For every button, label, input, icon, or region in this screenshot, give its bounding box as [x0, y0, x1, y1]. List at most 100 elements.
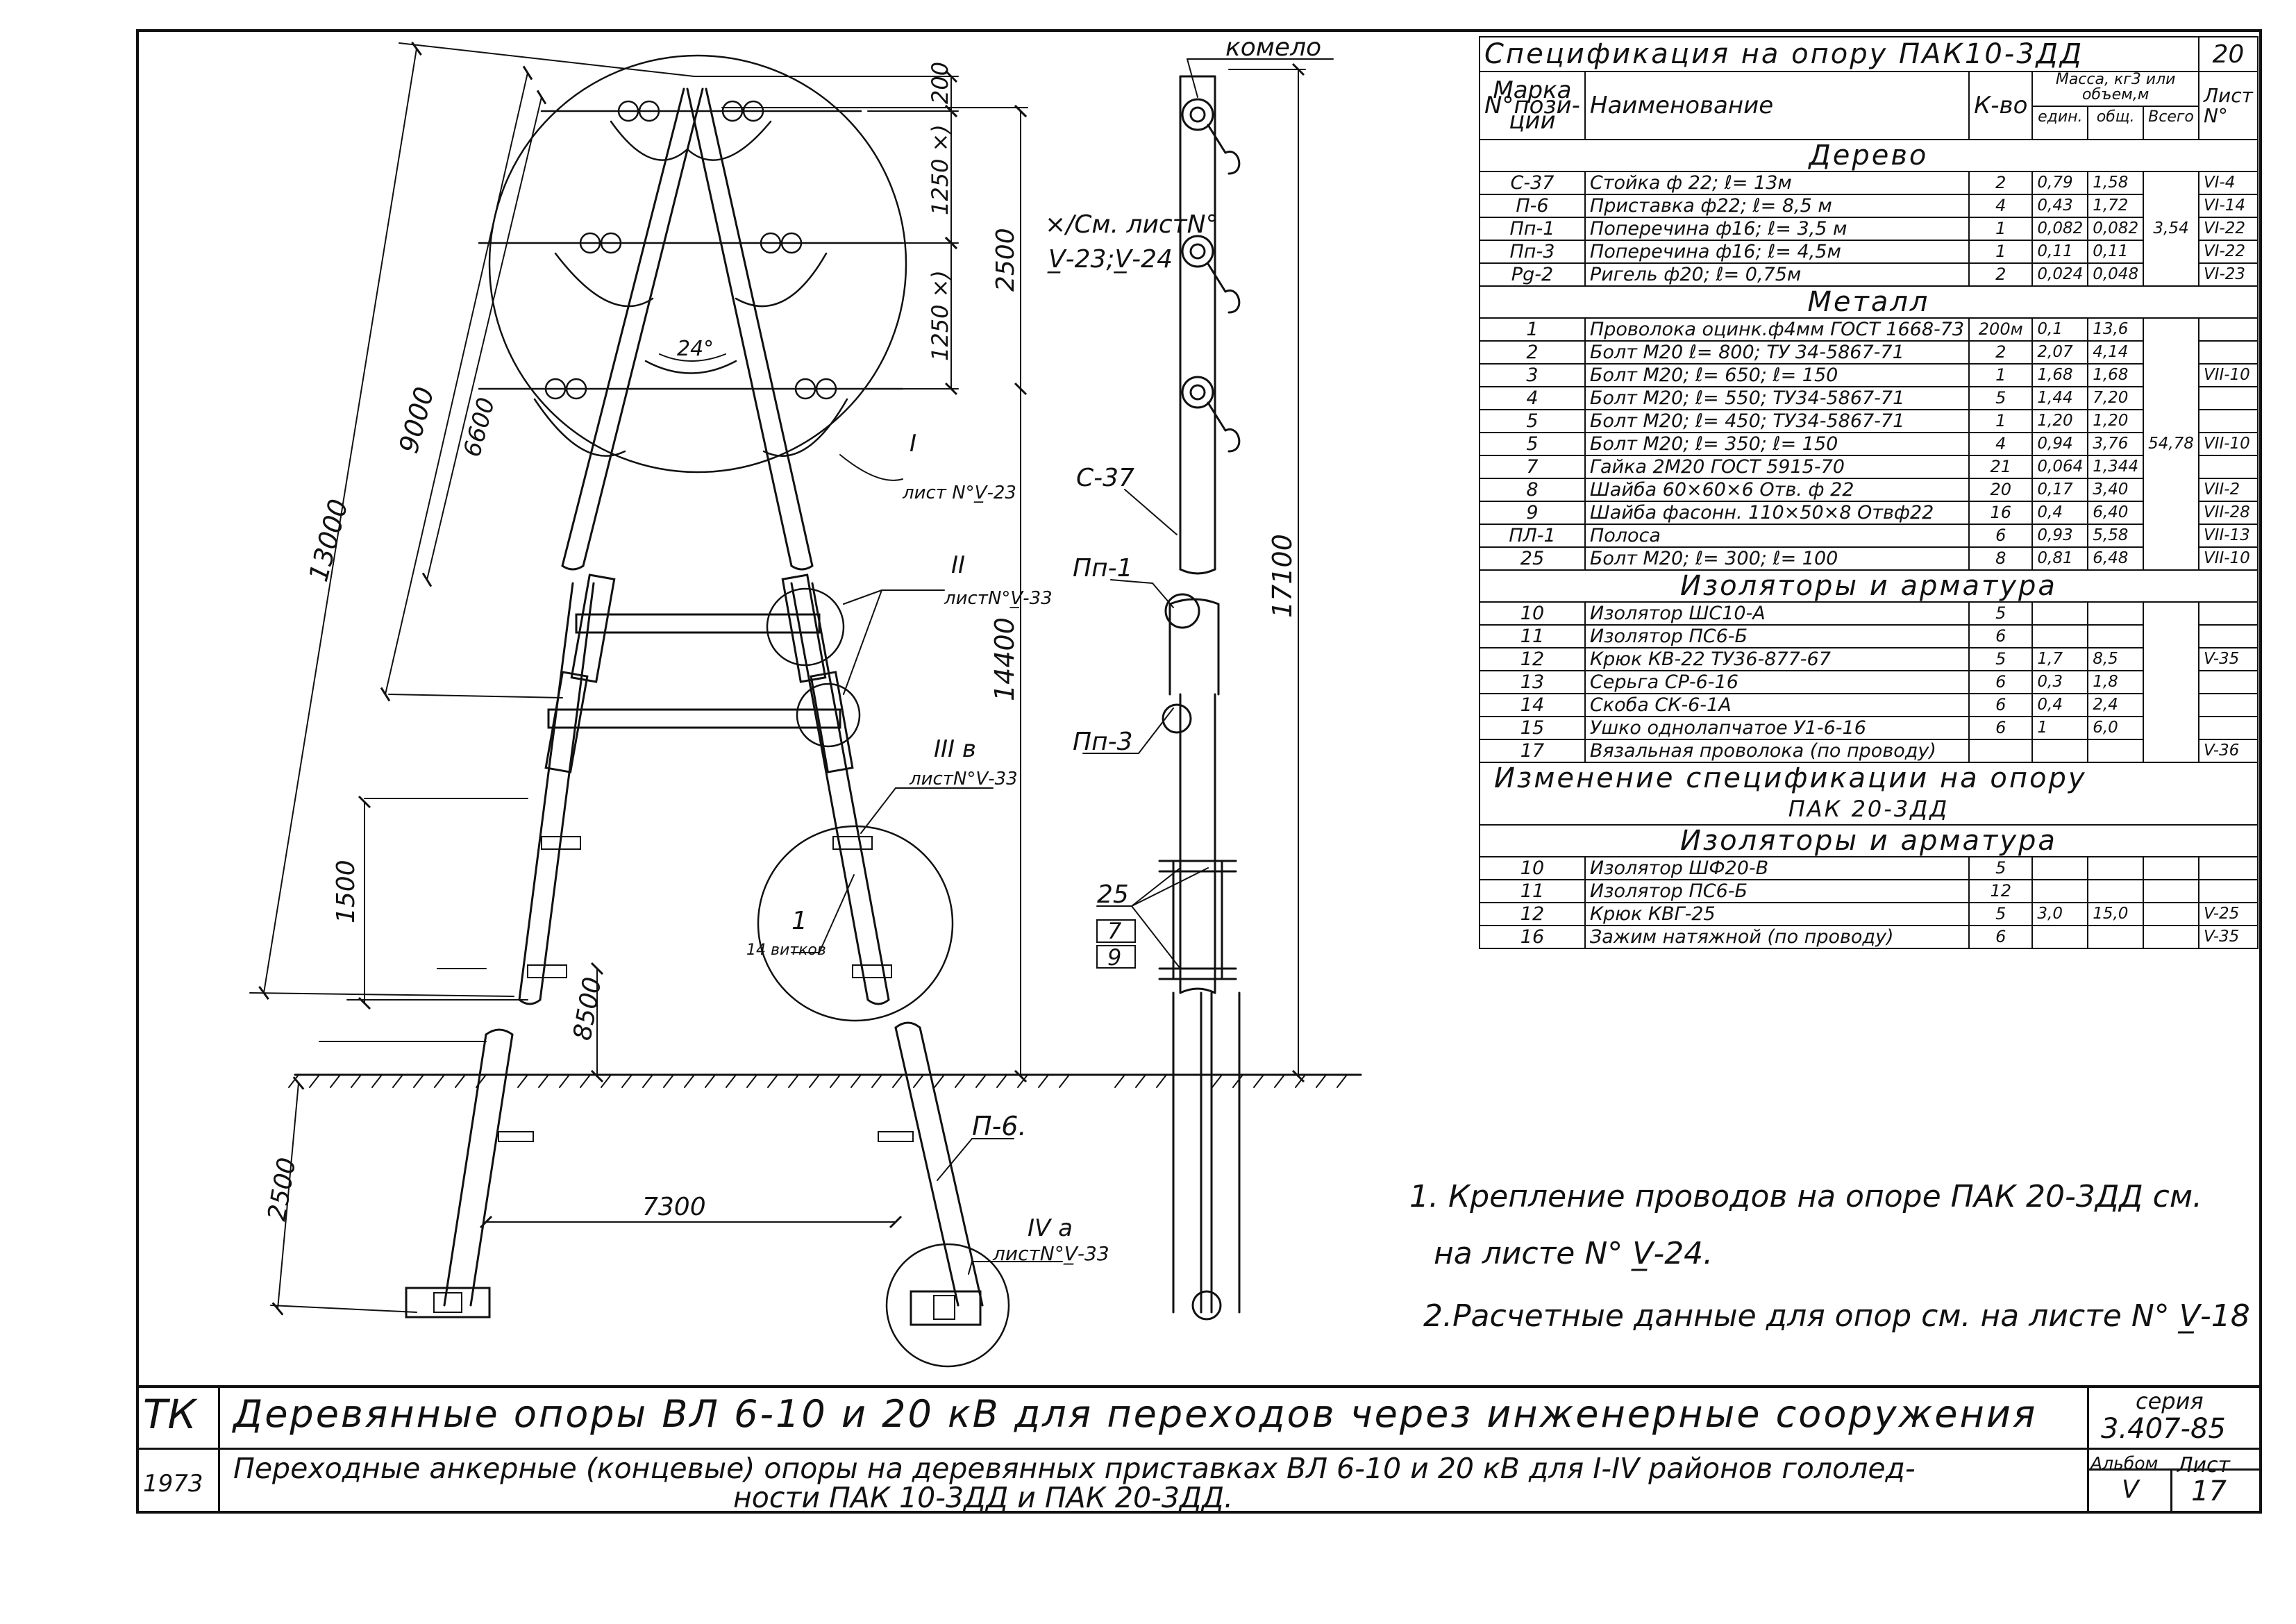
spec-unit-mass: 1,68 — [2031, 363, 2089, 387]
spec-mark: С-37 — [1479, 171, 1586, 195]
spec-sheet: VI-23 — [2197, 262, 2259, 287]
spec-total-mass: 0,048 — [2087, 262, 2145, 287]
year: 1973 — [143, 1470, 203, 1498]
spec-name: Болт М20; ℓ= 350; ℓ= 150 — [1584, 432, 1970, 456]
spec-unit-mass: 0,024 — [2031, 262, 2089, 287]
spec-unit-mass: 0,082 — [2031, 217, 2089, 241]
spec-qty: 6 — [1968, 693, 2034, 717]
series-value: 3.407-85 — [2101, 1413, 2226, 1445]
spec-qty: 4 — [1968, 194, 2034, 218]
note-ref-line2: V̲-23;V̲-24 — [1047, 245, 1173, 274]
insulator-string-top — [540, 100, 862, 161]
spec-empty-total — [2143, 902, 2199, 926]
spec-sheet: VI-22 — [2197, 240, 2259, 264]
org-code: ТК — [143, 1391, 196, 1438]
insulator-string-middle — [478, 232, 904, 308]
spec-total-mass: 1,8 — [2087, 670, 2145, 694]
spec-sheet: VII-28 — [2197, 501, 2259, 525]
spec-unit-mass — [2031, 925, 2089, 949]
view-IVa-sheet: листN°V̲-33 — [992, 1242, 1109, 1265]
change-title-1: Изменение спецификации на опору — [1479, 762, 2259, 794]
spec-mark: 8 — [1479, 478, 1586, 502]
detail-circle-IVa — [885, 1243, 1010, 1368]
spec-total-mass: 6,0 — [2087, 716, 2145, 740]
spec-mark: 17 — [1479, 739, 1586, 763]
dim-17100: 17100 — [1267, 534, 1298, 618]
spec-sheet — [2197, 693, 2259, 717]
spec-sheet — [2197, 317, 2259, 342]
drawing-frame — [136, 29, 2262, 1514]
spec-unit-mass — [2031, 624, 2089, 648]
angle-label: 24° — [677, 337, 714, 361]
spec-total-mass — [2087, 925, 2145, 949]
series-label: серия — [2136, 1388, 2204, 1414]
spec-total-mass: 3,40 — [2087, 478, 2145, 502]
spec-name: Зажим натяжной (по проводу) — [1584, 925, 1970, 949]
spec-total-mass: 6,40 — [2087, 501, 2145, 525]
callout-1: 1 — [791, 907, 807, 935]
spec-total-mass: 1,58 — [2087, 171, 2145, 195]
dim-1250-b: 1250 ×) — [927, 270, 953, 361]
spec-qty: 5 — [1968, 647, 2034, 671]
spec-qty: 1 — [1968, 409, 2034, 433]
spec-total-mass — [2087, 879, 2145, 903]
spec-section-title: Изоляторы и арматура — [1479, 569, 2259, 603]
view-II-id: II — [951, 551, 965, 579]
note-1a: 1. Крепление проводов на опоре ПАК 20-3Д… — [1409, 1179, 2203, 1214]
spec-total-mass: 13,6 — [2087, 317, 2145, 342]
view-IIIb-id: III в — [934, 735, 976, 763]
spec-name: Болт М20; ℓ= 550; ТУ34-5867-71 — [1584, 386, 1970, 410]
spec-qty: 8 — [1968, 546, 2034, 571]
spec-unit-mass: 0,11 — [2031, 240, 2089, 264]
note-2: 2.Расчетные данные для опор см. на листе… — [1423, 1298, 2250, 1334]
callout-7: 7 — [1107, 918, 1122, 944]
spec-unit-mass — [2031, 601, 2089, 626]
title-line-2b: ности ПАК 10-3ДД и ПАК 20-3ДД. — [733, 1481, 1234, 1514]
spec-mark: ПЛ-1 — [1479, 524, 1586, 548]
title-line-2a: Переходные анкерные (концевые) опоры на … — [233, 1452, 1916, 1485]
spec-mark: 12 — [1479, 647, 1586, 671]
header-all: Всего — [2148, 108, 2194, 126]
spec-mark: 3 — [1479, 363, 1586, 387]
spec-total-mass — [2087, 624, 2145, 648]
spec-total-mass: 0,082 — [2087, 217, 2145, 241]
spec-name: Изолятор ШФ20-В — [1584, 856, 1970, 880]
spec-section-total — [2143, 601, 2199, 763]
spec-total-mass: 1,344 — [2087, 455, 2145, 479]
spec-mark: П-6 — [1479, 194, 1586, 218]
spec-name: Скоба СК-6-1А — [1584, 693, 1970, 717]
detail-circle-II-b — [796, 683, 861, 748]
spec-sheet: VII-10 — [2197, 546, 2259, 571]
spec-unit-mass: 0,93 — [2031, 524, 2089, 548]
spec-mark: Рg-2 — [1479, 262, 1586, 287]
spec-mark: 1 — [1479, 317, 1586, 342]
spec-qty: 21 — [1968, 455, 2034, 479]
spec-name: Шайба фасонн. 110×50×8 Отвф22 — [1584, 501, 1970, 525]
spec-total-mass: 8,5 — [2087, 647, 2145, 671]
spec-qty: 5 — [1968, 601, 2034, 626]
spec-name: Крюк КВ-22 ТУ36-877-67 — [1584, 647, 1970, 671]
spec-unit-mass — [2031, 856, 2089, 880]
spec-unit-mass: 3,0 — [2031, 902, 2089, 926]
spec-qty: 5 — [1968, 386, 2034, 410]
spec-qty — [1968, 739, 2034, 763]
spec-mark: 15 — [1479, 716, 1586, 740]
spec-unit-mass: 0,17 — [2031, 478, 2089, 502]
spec-qty: 20 — [1968, 478, 2034, 502]
spec-unit-mass: 0,4 — [2031, 693, 2089, 717]
spec-sheet: V-35 — [2197, 925, 2259, 949]
spec-name: Крюк КВГ-25 — [1584, 902, 1970, 926]
spec-mark: 14 — [1479, 693, 1586, 717]
view-IVa-id: IV а — [1028, 1214, 1073, 1242]
spec-name: Шайба 60×60×6 Отв. ф 22 — [1584, 478, 1970, 502]
dim-6600: 6600 — [458, 394, 501, 460]
